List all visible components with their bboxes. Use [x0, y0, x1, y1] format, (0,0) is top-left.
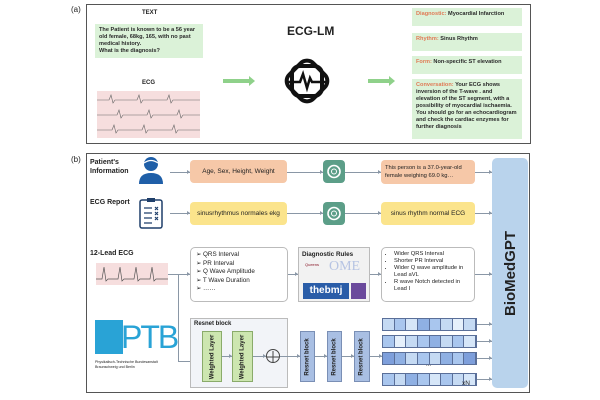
output-rhythm: Rhythm: Sinus Rhythm — [412, 33, 522, 51]
input-arrow — [223, 76, 255, 86]
patient-output: This person is a 37.0-year-old female we… — [381, 160, 475, 184]
arrow — [287, 211, 323, 215]
layer-label: Weighted Layer — [239, 334, 246, 379]
ptb-logo-text: PTB — [121, 319, 179, 355]
bmj-logo: thebmj — [303, 283, 349, 299]
arrow — [345, 170, 381, 174]
key: Diagnostic: — [416, 11, 447, 17]
output-arrow — [368, 76, 395, 86]
ptb-caption: Physikalisch-Technische Bundesanstalt Br… — [95, 360, 158, 369]
value: Non-specific ST elevation — [433, 59, 502, 65]
findings-box: Wider QRS Interval Shorter PR Interval W… — [381, 247, 475, 302]
panel-b — [86, 153, 530, 393]
panel-a-label: (a) — [71, 5, 81, 14]
queens-logo: Queens — [305, 262, 320, 267]
arrow — [170, 211, 190, 215]
finding-item: Shorter PR Interval — [394, 258, 470, 265]
finding-item: R wave Notch detected in Lead I — [394, 279, 470, 293]
chatgpt-icon — [323, 160, 345, 183]
patient-info-title: Patient's Information — [90, 159, 129, 175]
feature-item: ➢ T Wave Duration — [196, 276, 250, 284]
block-label: Resnet block — [359, 337, 366, 376]
feature-row — [382, 373, 477, 386]
output-conversation: Conversation: Your ECG shows inversion o… — [412, 79, 522, 139]
model-title: ECG-LM — [287, 24, 335, 38]
panel-b-label: (b) — [71, 155, 81, 164]
arrow — [477, 377, 492, 381]
key: Rhythm: — [416, 36, 439, 42]
ecg-title: ECG — [142, 80, 156, 86]
block-label: Resnet block — [331, 337, 338, 376]
arrow — [345, 211, 381, 215]
add-icon — [266, 349, 280, 363]
resnet-block-3: Resnet block — [354, 331, 370, 382]
feature-item: ➢ …… — [196, 285, 216, 292]
layer-label: Weighted Layer — [209, 334, 216, 379]
12-lead-ecg-image — [96, 263, 168, 285]
rules-title: Diagnostic Rules — [302, 251, 354, 258]
connector — [178, 274, 179, 362]
output-form: Form: Non-specific ST elevation — [412, 56, 522, 74]
report-output: sinus rhythm normal ECG — [381, 202, 475, 225]
ellipsis: ... — [426, 362, 432, 368]
key: Conversation: — [416, 82, 454, 88]
biomedgpt-block: BioMedGPT — [492, 158, 528, 388]
arrow — [475, 211, 492, 215]
feature-item: ➢ QRS Interval — [196, 251, 240, 258]
arrow — [475, 170, 492, 174]
arrow — [370, 272, 381, 276]
flower-logo-icon — [351, 283, 366, 299]
arrow — [477, 322, 492, 326]
weighted-layer-1: Weighted Layer — [202, 331, 222, 382]
patient-input: Age, Sex, Height, Weight — [190, 160, 287, 183]
feature-row — [382, 335, 477, 348]
text-prompt: The Patient is known to be a 56 year old… — [95, 24, 203, 58]
arrow — [342, 354, 354, 358]
arrow — [288, 272, 298, 276]
arrow — [287, 170, 323, 174]
clipboard-icon — [139, 197, 163, 234]
arrow — [280, 354, 300, 358]
biomedgpt-label: BioMedGPT — [501, 230, 519, 316]
arrow — [370, 354, 382, 358]
12-lead-ecg-title: 12-Lead ECG — [90, 250, 134, 257]
arrow — [170, 170, 190, 174]
weighted-layer-2: Weighted Layer — [232, 331, 253, 382]
feature-item: ➢ Q Wave Amplitude — [196, 268, 255, 275]
resnet-block-1: Resnet block — [300, 331, 315, 382]
resnet-title: Resnet block — [194, 321, 232, 327]
text-title: TEXT — [142, 10, 158, 16]
key: Form: — [416, 59, 432, 65]
patient-icon — [138, 156, 164, 189]
arrow — [315, 354, 327, 358]
diagnostic-rules-box: Diagnostic Rules Queens OME thebmj — [298, 247, 370, 302]
ecg-image — [97, 91, 200, 138]
ptb-logo-icon: PTB — [95, 318, 179, 358]
ecg-report-title: ECG Report — [90, 199, 130, 206]
report-input: sinusrhythmus normales ekg — [190, 202, 287, 225]
block-label: Resnet block — [304, 337, 311, 376]
features-box: ➢ QRS Interval ➢ PR Interval ➢ Q Wave Am… — [190, 247, 288, 302]
arrow — [168, 272, 190, 276]
panel-a — [86, 4, 531, 144]
finding-item: Wider QRS Interval — [394, 251, 470, 258]
chatgpt-icon — [323, 202, 345, 225]
arrow — [222, 354, 232, 358]
arrow — [253, 354, 266, 358]
repeat-label: xN — [462, 380, 470, 387]
value: Your ECG shows inversion of the T-wave .… — [416, 82, 517, 130]
output-diagnostic: Diagnostic: Myocardial Infarction — [412, 8, 522, 26]
arrow — [477, 356, 492, 360]
resnet-block-2: Resnet block — [327, 331, 342, 382]
feature-row — [382, 352, 477, 365]
value: Sinus Rhythm — [440, 36, 478, 42]
finding-item: Wider Q wave amplitude in Lead aVL — [394, 265, 470, 279]
feature-row — [382, 318, 477, 331]
feature-item: ➢ PR Interval — [196, 259, 235, 267]
arrow — [475, 272, 492, 276]
arrow — [477, 339, 492, 343]
ecg-lm-logo-icon — [278, 52, 336, 110]
value: Myocardial Infarction — [448, 11, 505, 17]
ome-logo: OME — [329, 259, 361, 274]
